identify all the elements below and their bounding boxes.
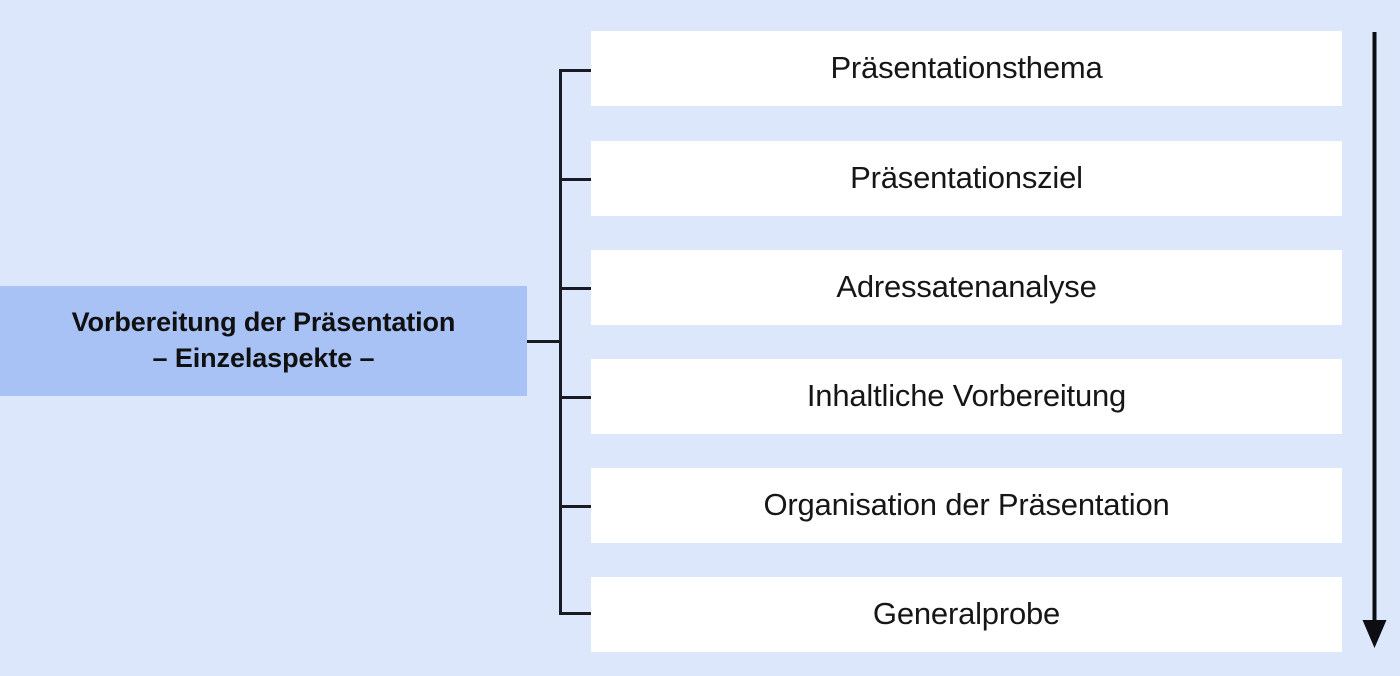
branch-label-1: Präsentationsthema (830, 50, 1103, 86)
root-node-line-1: Vorbereitung der Präsentation (71, 307, 456, 338)
branch-node-2: Präsentationsziel (591, 141, 1342, 216)
branch-node-3: Adressatenanalyse (591, 250, 1342, 325)
branch-node-4: Inhaltliche Vorbereitung (591, 359, 1342, 434)
sequence-arrow-head (1362, 620, 1387, 648)
sequence-arrow-icon (1362, 32, 1387, 648)
branch-label-5: Organisation der Präsentation (763, 487, 1170, 523)
branch-node-1: Präsentationsthema (591, 31, 1342, 106)
root-node-line-2: – Einzelaspekte – (152, 343, 375, 373)
branch-label-4: Inhaltliche Vorbereitung (806, 378, 1127, 414)
branch-label-6: Generalprobe (872, 596, 1061, 632)
root-node: Vorbereitung der Präsentation – Einzelas… (0, 286, 527, 396)
branch-node-6: Generalprobe (591, 577, 1342, 652)
branch-node-5: Organisation der Präsentation (591, 468, 1342, 543)
branch-label-2: Präsentationsziel (850, 160, 1083, 196)
branch-label-3: Adressatenanalyse (836, 269, 1097, 305)
